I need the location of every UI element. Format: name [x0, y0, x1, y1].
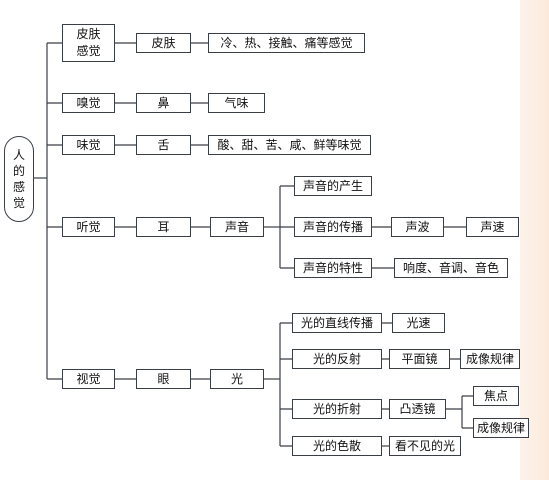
- node-vision-organ: 眼: [136, 369, 191, 389]
- node-vision-sense: 视觉: [62, 369, 115, 389]
- node-skin-organ: 皮肤: [136, 33, 191, 53]
- root-node-label: 人的感觉: [12, 148, 25, 210]
- node-taste-sense: 味觉: [62, 135, 115, 155]
- node-light-refraction: 光的折射: [292, 399, 382, 419]
- node-lens-focus: 焦点: [473, 386, 519, 406]
- node-convex-lens: 凸透镜: [389, 399, 446, 419]
- node-light-straight-propagation: 光的直线传播: [292, 313, 382, 333]
- root-node-human-senses: 人的感觉: [4, 136, 34, 222]
- node-smell-organ: 鼻: [136, 93, 191, 113]
- node-sound-speed: 声速: [466, 217, 519, 237]
- node-smell-sense: 嗅觉: [62, 93, 115, 113]
- node-light-reflection: 光的反射: [292, 349, 382, 369]
- node-hearing-organ: 耳: [136, 217, 191, 237]
- node-taste-organ: 舌: [136, 135, 191, 155]
- node-smell-detail: 气味: [208, 93, 265, 113]
- node-vision-stimulus: 光: [210, 369, 264, 389]
- node-hearing-stimulus: 声音: [210, 217, 264, 237]
- node-invisible-light: 看不见的光: [389, 436, 461, 456]
- node-light-dispersion: 光的色散: [292, 436, 382, 456]
- node-plane-mirror: 平面镜: [389, 349, 450, 369]
- node-sound-properties-detail: 响度、音调、音色: [394, 258, 508, 278]
- node-taste-detail: 酸、甜、苦、咸、鲜等味觉: [208, 135, 371, 155]
- node-sound-properties: 声音的特性: [294, 258, 372, 278]
- node-sound-origin: 声音的产生: [294, 176, 372, 196]
- node-sound-wave: 声波: [391, 217, 444, 237]
- node-mirror-imaging-rule: 成像规律: [460, 349, 520, 369]
- node-skin-detail: 冷、热、接触、痛等感觉: [208, 33, 365, 53]
- node-light-speed: 光速: [392, 313, 445, 333]
- node-hearing-sense: 听觉: [62, 217, 115, 237]
- node-sound-propagation: 声音的传播: [294, 217, 372, 237]
- node-lens-imaging-rule: 成像规律: [473, 418, 529, 438]
- node-skin-sense: 皮肤 感觉: [62, 24, 115, 62]
- page-edge-tint: [520, 0, 549, 480]
